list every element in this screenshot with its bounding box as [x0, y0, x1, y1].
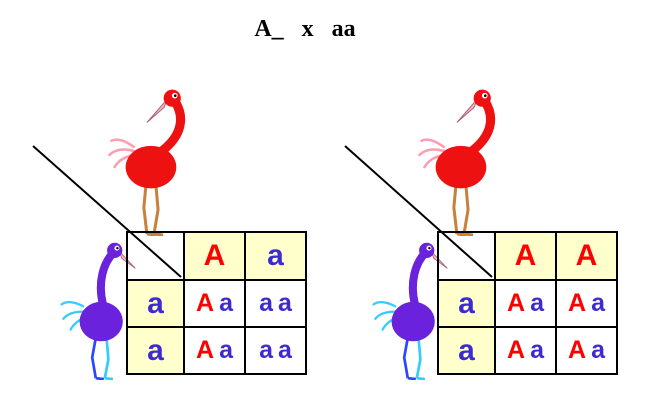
- col-header-cell: A: [555, 231, 618, 281]
- allele-letter: A: [575, 239, 598, 272]
- allele-letter: a: [147, 333, 164, 367]
- allele-letter: a: [591, 336, 605, 364]
- allele-letter: a: [219, 336, 233, 364]
- red-flamingo-icon: [413, 84, 515, 236]
- allele-letter: a: [278, 336, 292, 364]
- col-header-cell: A: [183, 231, 246, 281]
- col-header-cell: a: [244, 231, 307, 281]
- allele-letter: a: [267, 239, 284, 272]
- red-flamingo-icon: [103, 84, 205, 236]
- allele-letter: A: [568, 289, 587, 317]
- allele-letter: a: [278, 289, 292, 317]
- row-header-cell: a: [126, 326, 185, 375]
- row-header-cell: a: [437, 279, 496, 328]
- allele-letter: A: [507, 289, 526, 317]
- allele-letter: a: [591, 289, 605, 317]
- allele-letter: a: [458, 286, 475, 320]
- allele-letter: a: [219, 289, 233, 317]
- allele-letter: a: [530, 289, 544, 317]
- row-header-cell: a: [126, 279, 185, 328]
- allele-letter: A: [507, 336, 526, 364]
- row-header-cell: a: [437, 326, 496, 375]
- allele-letter: A: [514, 239, 537, 272]
- cross-title: A_ x aa: [254, 16, 356, 42]
- allele-letter: A: [196, 336, 215, 364]
- allele-letter: a: [530, 336, 544, 364]
- allele-letter: A: [196, 289, 215, 317]
- allele-letter: a: [259, 336, 273, 364]
- allele-letter: a: [458, 333, 475, 367]
- allele-letter: a: [147, 286, 164, 320]
- allele-letter: a: [259, 289, 273, 317]
- corner-cell: [437, 231, 496, 281]
- allele-letter: A: [203, 239, 226, 272]
- allele-letter: A: [568, 336, 587, 364]
- col-header-cell: A: [494, 231, 557, 281]
- corner-cell: [126, 231, 185, 281]
